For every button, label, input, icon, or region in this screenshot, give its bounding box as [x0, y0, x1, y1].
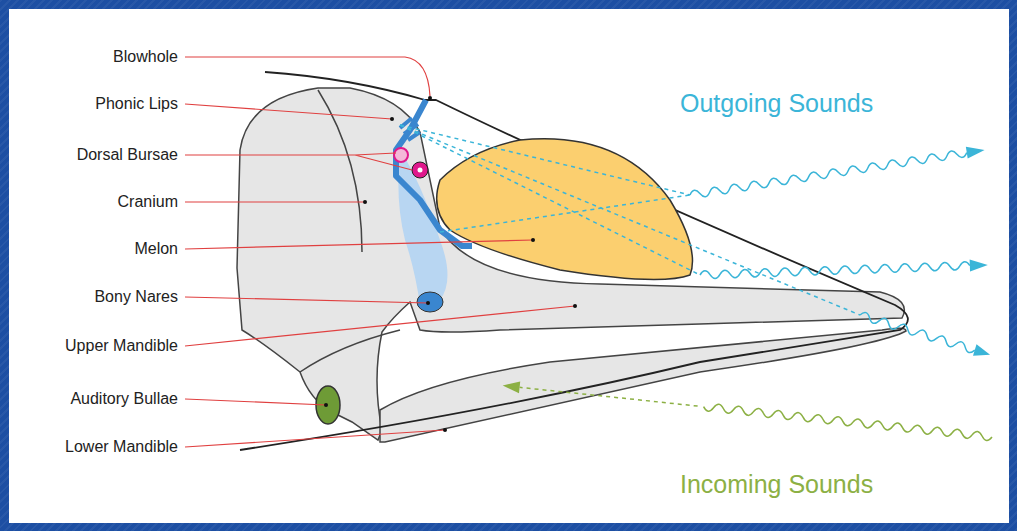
part-label: Blowhole — [113, 47, 178, 67]
part-label: Lower Mandible — [65, 437, 178, 457]
part-label: Dorsal Bursae — [77, 145, 178, 165]
part-label: Bony Nares — [94, 287, 178, 307]
part-label: Auditory Bullae — [70, 389, 178, 409]
sound-direction-label: Incoming Sounds — [680, 469, 873, 499]
sound-direction-label: Outgoing Sounds — [680, 88, 873, 118]
part-label: Melon — [134, 239, 178, 259]
part-label: Cranium — [118, 192, 178, 212]
part-label: Phonic Lips — [95, 94, 178, 114]
part-label: Upper Mandible — [65, 336, 178, 356]
